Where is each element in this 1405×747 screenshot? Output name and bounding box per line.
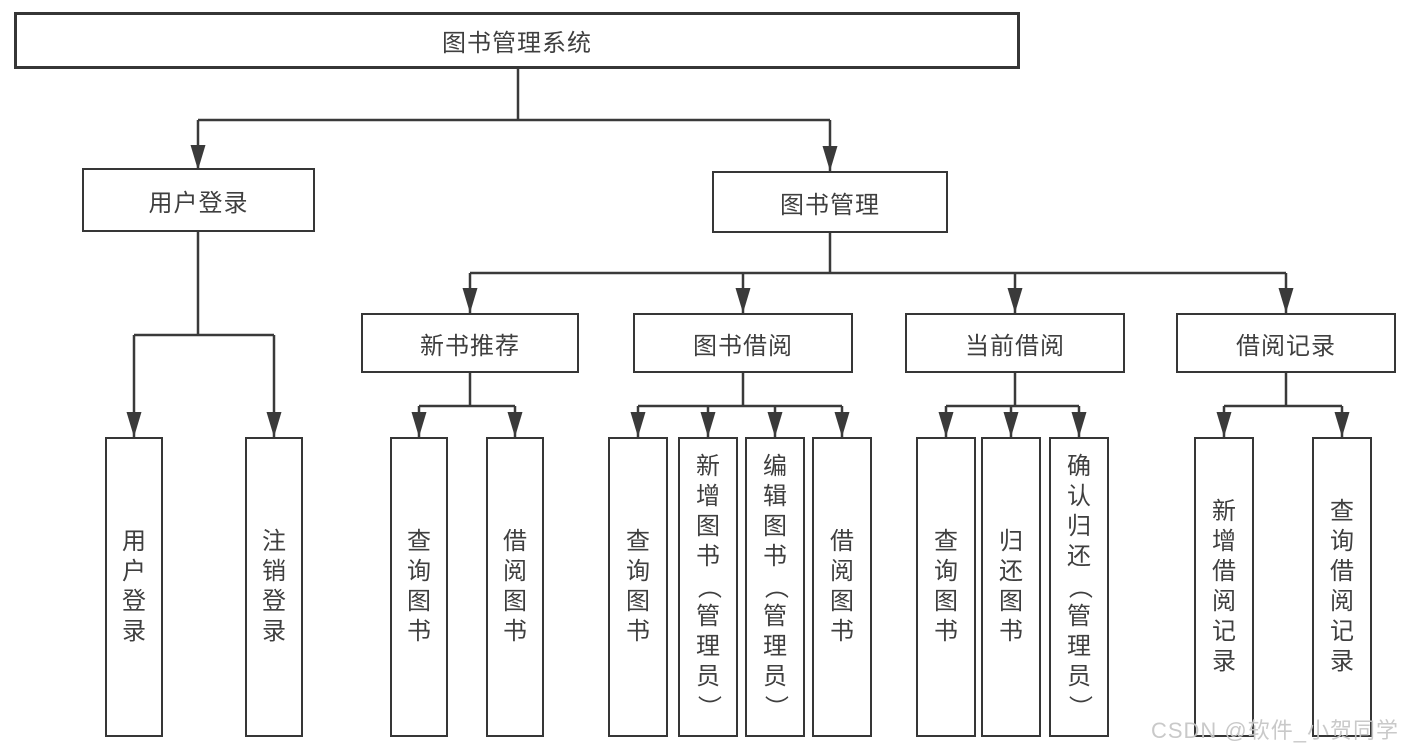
leaf-bb-edit-books-admin: 编辑图书（管理员） (745, 437, 805, 737)
connector-book-borrowing-bus (638, 373, 842, 408)
leaf-nr-query-books: 查询图书 (390, 437, 448, 737)
node-label: 新增图书（管理员） (695, 453, 722, 720)
node-label: 用户登录 (148, 189, 249, 217)
leaf-logout-login: 注销登录 (245, 437, 303, 737)
connector-root-bus (198, 69, 830, 122)
connector-new-book-recommend-bus (419, 373, 515, 408)
node-user-login: 用户登录 (82, 168, 315, 232)
node-label: 确认归还（管理员） (1066, 453, 1093, 720)
node-label: 借阅图书 (830, 528, 854, 645)
node-label: 借阅图书 (503, 528, 527, 645)
node-book-management: 图书管理 (712, 171, 948, 233)
leaf-user-login: 用户登录 (105, 437, 163, 737)
node-label: 归还图书 (999, 528, 1023, 645)
node-label: 借阅记录 (1236, 332, 1336, 360)
connector-user-login-bus (134, 232, 274, 337)
connector-book-management-bus (470, 233, 1286, 275)
leaf-bb-borrow-books: 借阅图书 (812, 437, 872, 737)
node-current-borrowing: 当前借阅 (905, 313, 1125, 373)
node-label: 注销登录 (262, 528, 286, 645)
leaf-bb-query-books: 查询图书 (608, 437, 668, 737)
node-label: 查询借阅记录 (1330, 498, 1354, 675)
node-label: 图书管理 (780, 191, 880, 219)
node-new-book-recommend: 新书推荐 (361, 313, 579, 373)
leaf-cb-return-books: 归还图书 (981, 437, 1041, 737)
node-borrowing-records: 借阅记录 (1176, 313, 1396, 373)
csdn-watermark: CSDN @软件_小贺同学 (1150, 718, 1399, 743)
node-library-management-system: 图书管理系统 (14, 12, 1020, 69)
leaf-cb-confirm-return-admin: 确认归还（管理员） (1049, 437, 1109, 737)
leaf-br-add-borrow-record: 新增借阅记录 (1194, 437, 1254, 737)
leaf-nr-borrow-books: 借阅图书 (486, 437, 544, 737)
node-label: 新书推荐 (420, 332, 520, 360)
leaf-br-query-borrow-record: 查询借阅记录 (1312, 437, 1372, 737)
leaf-bb-add-books-admin: 新增图书（管理员） (678, 437, 738, 737)
leaf-cb-query-books: 查询图书 (916, 437, 976, 737)
node-label: 查询图书 (626, 528, 650, 645)
node-label: 新增借阅记录 (1212, 498, 1236, 675)
node-label: 查询图书 (934, 528, 958, 645)
node-label: 图书管理系统 (442, 30, 592, 57)
connector-current-borrowing-bus (946, 373, 1079, 408)
node-label: 编辑图书（管理员） (762, 453, 789, 720)
node-label: 查询图书 (407, 528, 431, 645)
connector-borrowing-records-bus (1224, 373, 1342, 408)
node-label: 用户登录 (122, 528, 146, 645)
node-label: 当前借阅 (965, 332, 1065, 360)
node-label: 图书借阅 (693, 332, 793, 360)
node-book-borrowing: 图书借阅 (633, 313, 853, 373)
